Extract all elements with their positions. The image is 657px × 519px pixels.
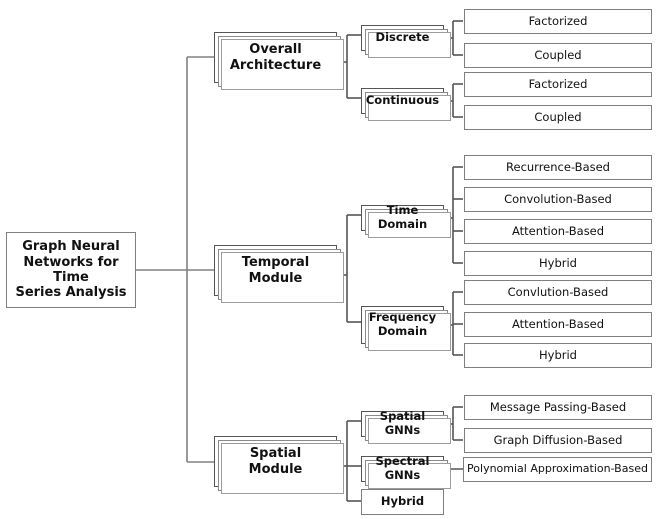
leaf-convlution-based-freq[interactable]: Convlution-Based — [464, 280, 652, 305]
leaf-attention-based-time[interactable]: Attention-Based — [464, 219, 652, 244]
leaf-message-passing-based[interactable]: Message Passing-Based — [464, 395, 652, 420]
stack-shadow-b — [368, 313, 451, 351]
node-frequency-domain[interactable]: Frequency Domain — [361, 306, 451, 351]
stack-shadow-b — [221, 252, 344, 303]
node-spatial-gnns-label: Spatial GNNs — [379, 409, 426, 437]
node-temporal-module[interactable]: Temporal Module — [214, 245, 344, 303]
node-time-domain-label: Time Domain — [377, 203, 428, 231]
leaf-label: Coupled — [534, 109, 582, 124]
stack-shadow-b — [368, 463, 451, 489]
leaf-graph-diffusion-based[interactable]: Graph Diffusion-Based — [464, 428, 652, 453]
leaf-label: Recurrence-Based — [506, 159, 610, 174]
leaf-hybrid-freq[interactable]: Hybrid — [464, 343, 652, 368]
node-spatial-module[interactable]: Spatial Module — [214, 436, 344, 494]
node-frequency-domain-label: Frequency Domain — [368, 310, 437, 338]
leaf-recurrence-based[interactable]: Recurrence-Based — [464, 155, 652, 180]
node-root-label: Graph Neural Networks for Time Series An… — [15, 239, 127, 301]
node-spectral-gnns[interactable]: Spectral GNNs — [361, 454, 451, 489]
leaf-label: Factorized — [528, 76, 588, 91]
leaf-label: Factorized — [528, 13, 588, 28]
leaf-label: Hybrid — [539, 347, 577, 362]
leaf-label: Message Passing-Based — [489, 399, 627, 414]
leaf-label: Hybrid — [539, 255, 577, 270]
stack-shadow-b — [368, 95, 451, 121]
leaf-factorized-discrete[interactable]: Factorized — [464, 9, 652, 34]
stack-shadow-b — [368, 418, 451, 444]
node-continuous[interactable]: Continuous — [361, 88, 451, 121]
leaf-coupled-continuous[interactable]: Coupled — [464, 105, 652, 130]
leaf-label: Attention-Based — [511, 316, 605, 331]
leaf-convolution-based[interactable]: Convolution-Based — [464, 187, 652, 212]
stack-shadow-b — [368, 32, 451, 58]
stack-shadow-b — [221, 39, 344, 90]
node-continuous-label: Continuous — [365, 93, 440, 108]
node-spectral-gnns-label: Spectral GNNs — [375, 454, 430, 482]
leaf-label: Convolution-Based — [504, 191, 612, 206]
node-discrete-label: Discrete — [375, 30, 430, 45]
node-spatial-hybrid-label: Hybrid — [380, 494, 425, 509]
leaf-polynomial-approximation-based[interactable]: Polynomial Approximation-Based — [463, 457, 652, 482]
leaf-factorized-continuous[interactable]: Factorized — [464, 72, 652, 97]
leaf-label: Attention-Based — [511, 223, 605, 238]
node-overall-architecture[interactable]: Overall Architecture — [214, 32, 344, 90]
node-spatial-hybrid[interactable]: Hybrid — [361, 489, 444, 515]
leaf-label: Graph Diffusion-Based — [493, 432, 623, 447]
node-discrete[interactable]: Discrete — [361, 25, 451, 58]
leaf-coupled-discrete[interactable]: Coupled — [464, 43, 652, 68]
leaf-label: Coupled — [534, 47, 582, 62]
leaf-attention-based-freq[interactable]: Attention-Based — [464, 312, 652, 337]
node-spatial-gnns[interactable]: Spatial GNNs — [361, 409, 451, 444]
node-overall-architecture-label: Overall Architecture — [229, 42, 322, 73]
leaf-label: Convlution-Based — [507, 284, 609, 299]
leaf-hybrid-time[interactable]: Hybrid — [464, 251, 652, 276]
node-root[interactable]: Graph Neural Networks for Time Series An… — [6, 232, 136, 308]
stack-shadow-b — [221, 443, 344, 494]
node-spatial-module-label: Spatial Module — [248, 446, 303, 477]
leaf-label: Polynomial Approximation-Based — [467, 462, 648, 476]
stack-shadow-b — [368, 212, 451, 238]
node-temporal-module-label: Temporal Module — [241, 255, 310, 286]
node-time-domain[interactable]: Time Domain — [361, 203, 451, 238]
